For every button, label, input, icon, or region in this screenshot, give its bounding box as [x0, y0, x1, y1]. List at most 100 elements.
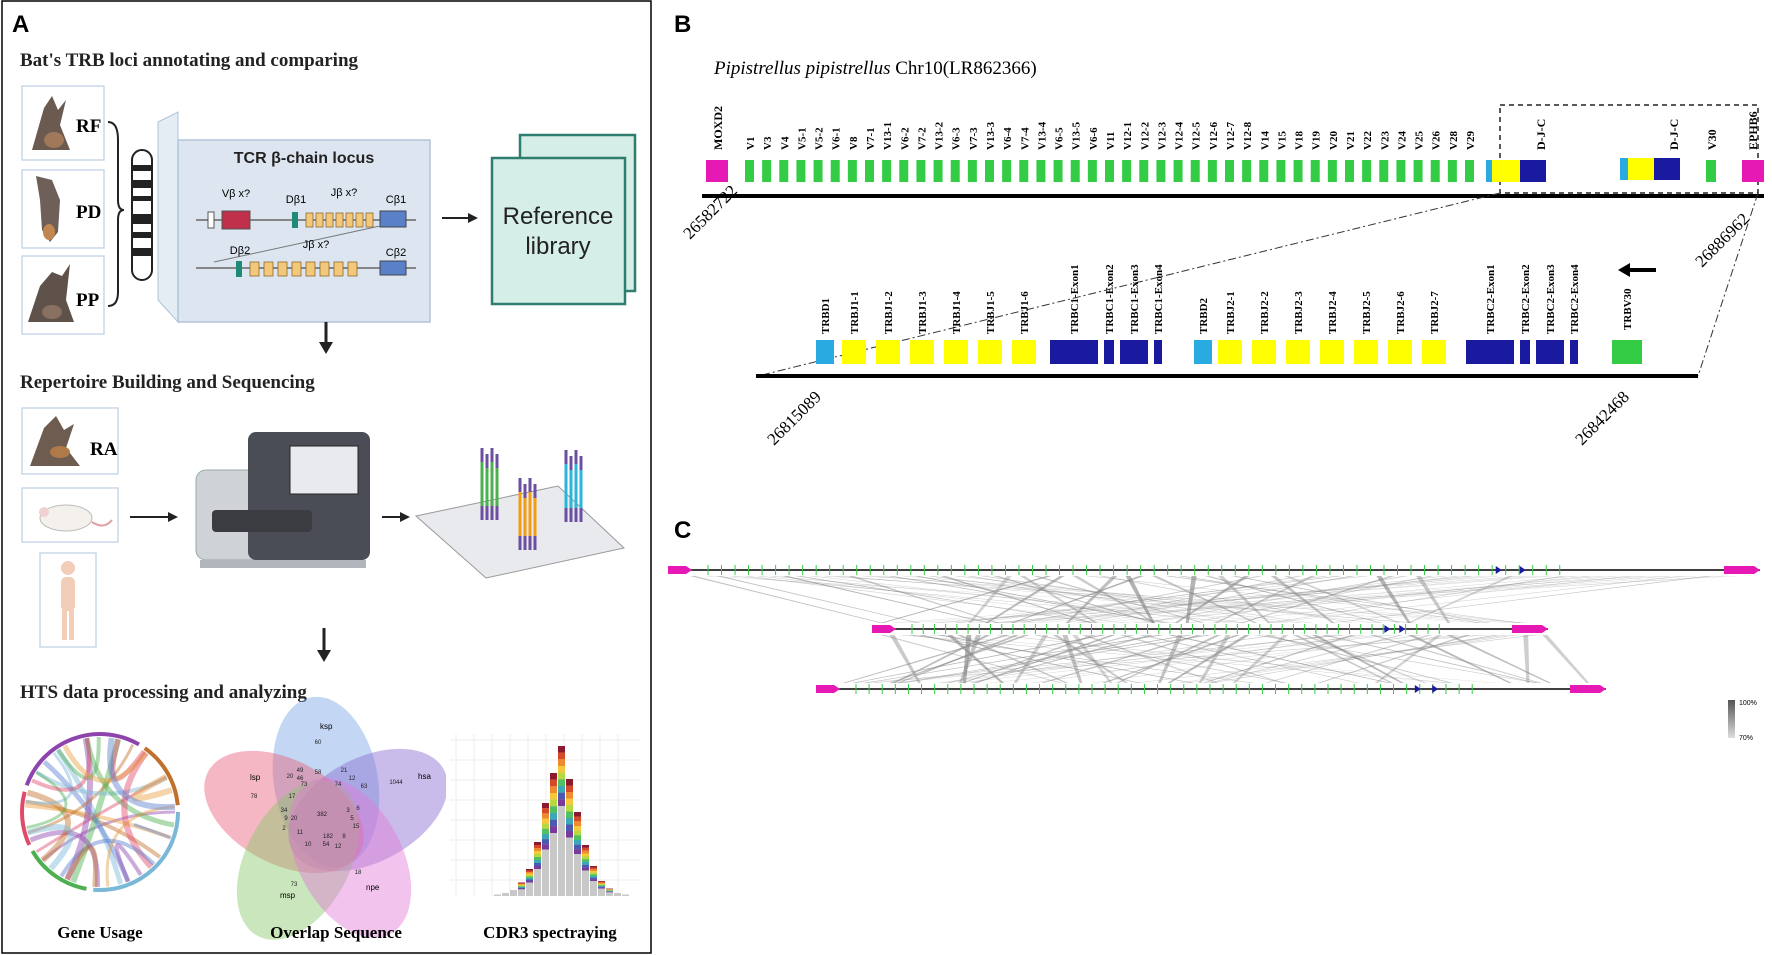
synteny-link: [1143, 576, 1408, 623]
synteny-link: [1317, 635, 1471, 683]
zoom-gene: [876, 340, 900, 364]
moxd2-arrow: [872, 625, 896, 633]
v-gene-label: V11: [1105, 132, 1117, 150]
venn-petal-msp: [236, 780, 360, 940]
v-gene: [1019, 160, 1029, 182]
v-gene-label: V7-4: [1019, 127, 1031, 150]
spectra-segment: [566, 779, 573, 786]
v-gene: [933, 160, 943, 182]
spectra-bar: [502, 893, 509, 896]
panel-b: B Pipistrellus pipistrellus Chr10(LR8623…: [674, 11, 1764, 449]
spectra-segment: [582, 845, 589, 848]
synteny-link: [1204, 576, 1383, 623]
chord-arc: [30, 849, 87, 891]
venn-count: 5: [350, 816, 354, 822]
synteny-link: [888, 635, 1029, 683]
venn-count: 8: [342, 834, 346, 840]
synteny-link: [898, 576, 1659, 623]
spectra-segment: [558, 766, 565, 773]
zoom-gene-label: TRBJ2-6: [1395, 291, 1407, 334]
species-box-bat: RA: [21, 407, 119, 475]
venn-count: 78: [251, 794, 258, 800]
chord-ribbon: [114, 843, 143, 883]
synteny-link: [861, 576, 1530, 623]
chord-ribbon: [133, 823, 171, 840]
synteny-link: [1020, 576, 1263, 623]
venn-count: 60: [315, 740, 322, 746]
synteny-link: [962, 635, 972, 683]
spectra-segment: [542, 823, 549, 829]
synteny-link: [889, 635, 922, 683]
spectra-segment: [526, 869, 533, 871]
spectra-segment: [598, 884, 605, 886]
mouse-icon: [39, 504, 93, 532]
venn-count: 2: [282, 826, 286, 832]
j-segment: [305, 212, 314, 228]
zoom-gene: [1466, 340, 1514, 364]
spectra-segment: [582, 862, 589, 865]
spectra-segment: [590, 869, 597, 871]
synteny-link: [782, 576, 991, 623]
v-gene: [1156, 160, 1166, 182]
spectra-segment: [542, 839, 549, 845]
zoom-gene-label: TRBJ1-6: [1019, 291, 1031, 334]
spectra-segment: [558, 759, 565, 766]
synteny-link: [1292, 635, 1394, 683]
synteny-link: [1202, 635, 1356, 683]
venn-count: 3: [346, 808, 350, 814]
coord-right: 26886962: [1691, 209, 1753, 271]
bat-label-pp: PP: [76, 290, 100, 311]
v-gene: [1173, 160, 1183, 182]
bracket: [107, 121, 125, 307]
synteny-link: [967, 576, 1245, 623]
synteny-link: [1040, 635, 1202, 683]
v-gene: [1465, 160, 1474, 182]
caption-gene-usage: Gene Usage: [57, 923, 143, 942]
spectra-segment: [542, 803, 549, 809]
v-gene: [967, 160, 977, 182]
bat-label-pd: PD: [76, 202, 101, 223]
venn-count: 382: [317, 812, 328, 818]
c-gene-mark: [1414, 685, 1421, 693]
synteny-link: [1010, 576, 1144, 623]
synteny-link: [1270, 576, 1335, 623]
spectra-segment: [558, 786, 565, 793]
panel-b-letter: B: [674, 11, 691, 38]
j-segment: [305, 261, 316, 277]
v-gene-label: V6-1: [831, 127, 843, 150]
synteny-link: [1198, 635, 1231, 683]
venn-petal-lsp: [204, 750, 364, 874]
spectra-segment: [590, 872, 597, 875]
spectra-segment: [550, 773, 557, 780]
synteny-link: [961, 635, 1097, 683]
c-gene-mark: [1519, 566, 1526, 574]
chord-ribbon: [55, 748, 124, 885]
spectra-segment: [518, 882, 525, 884]
venn-count: 9: [284, 816, 288, 822]
synteny-link: [985, 576, 1065, 623]
v-gene: [950, 160, 960, 182]
v-gene: [1259, 160, 1269, 182]
spectra-segment: [582, 853, 589, 857]
synteny-link: [851, 635, 1106, 683]
venn-count: 73: [301, 782, 308, 788]
caption-cdr3: CDR3 spectraying: [483, 923, 617, 942]
section-title-hts: HTS data processing and analyzing: [20, 682, 307, 703]
v-gene: [779, 160, 789, 182]
spectra-segment: [582, 850, 589, 854]
chord-ribbon: [25, 751, 73, 805]
djc-cluster-2: D-J-C: [1620, 119, 1681, 180]
panel-a: A Bat's TRB loci annotating and comparin…: [1, 0, 652, 954]
locus-box: [177, 139, 431, 323]
synteny-link: [1542, 635, 1590, 683]
v-gene-label: V7-3: [968, 127, 980, 150]
v-gene-label: V23: [1379, 131, 1391, 150]
zoom-gene-label: TRBJ1-4: [951, 291, 963, 334]
spectra-segment: [590, 877, 597, 880]
synteny-link: [1062, 635, 1083, 683]
cb2-label: Cβ2: [386, 247, 406, 259]
v-gene-label: V13-2: [934, 121, 946, 150]
section-title-annotating: Bat's TRB loci annotating and comparing: [20, 50, 359, 71]
spectra-segment: [566, 811, 573, 818]
